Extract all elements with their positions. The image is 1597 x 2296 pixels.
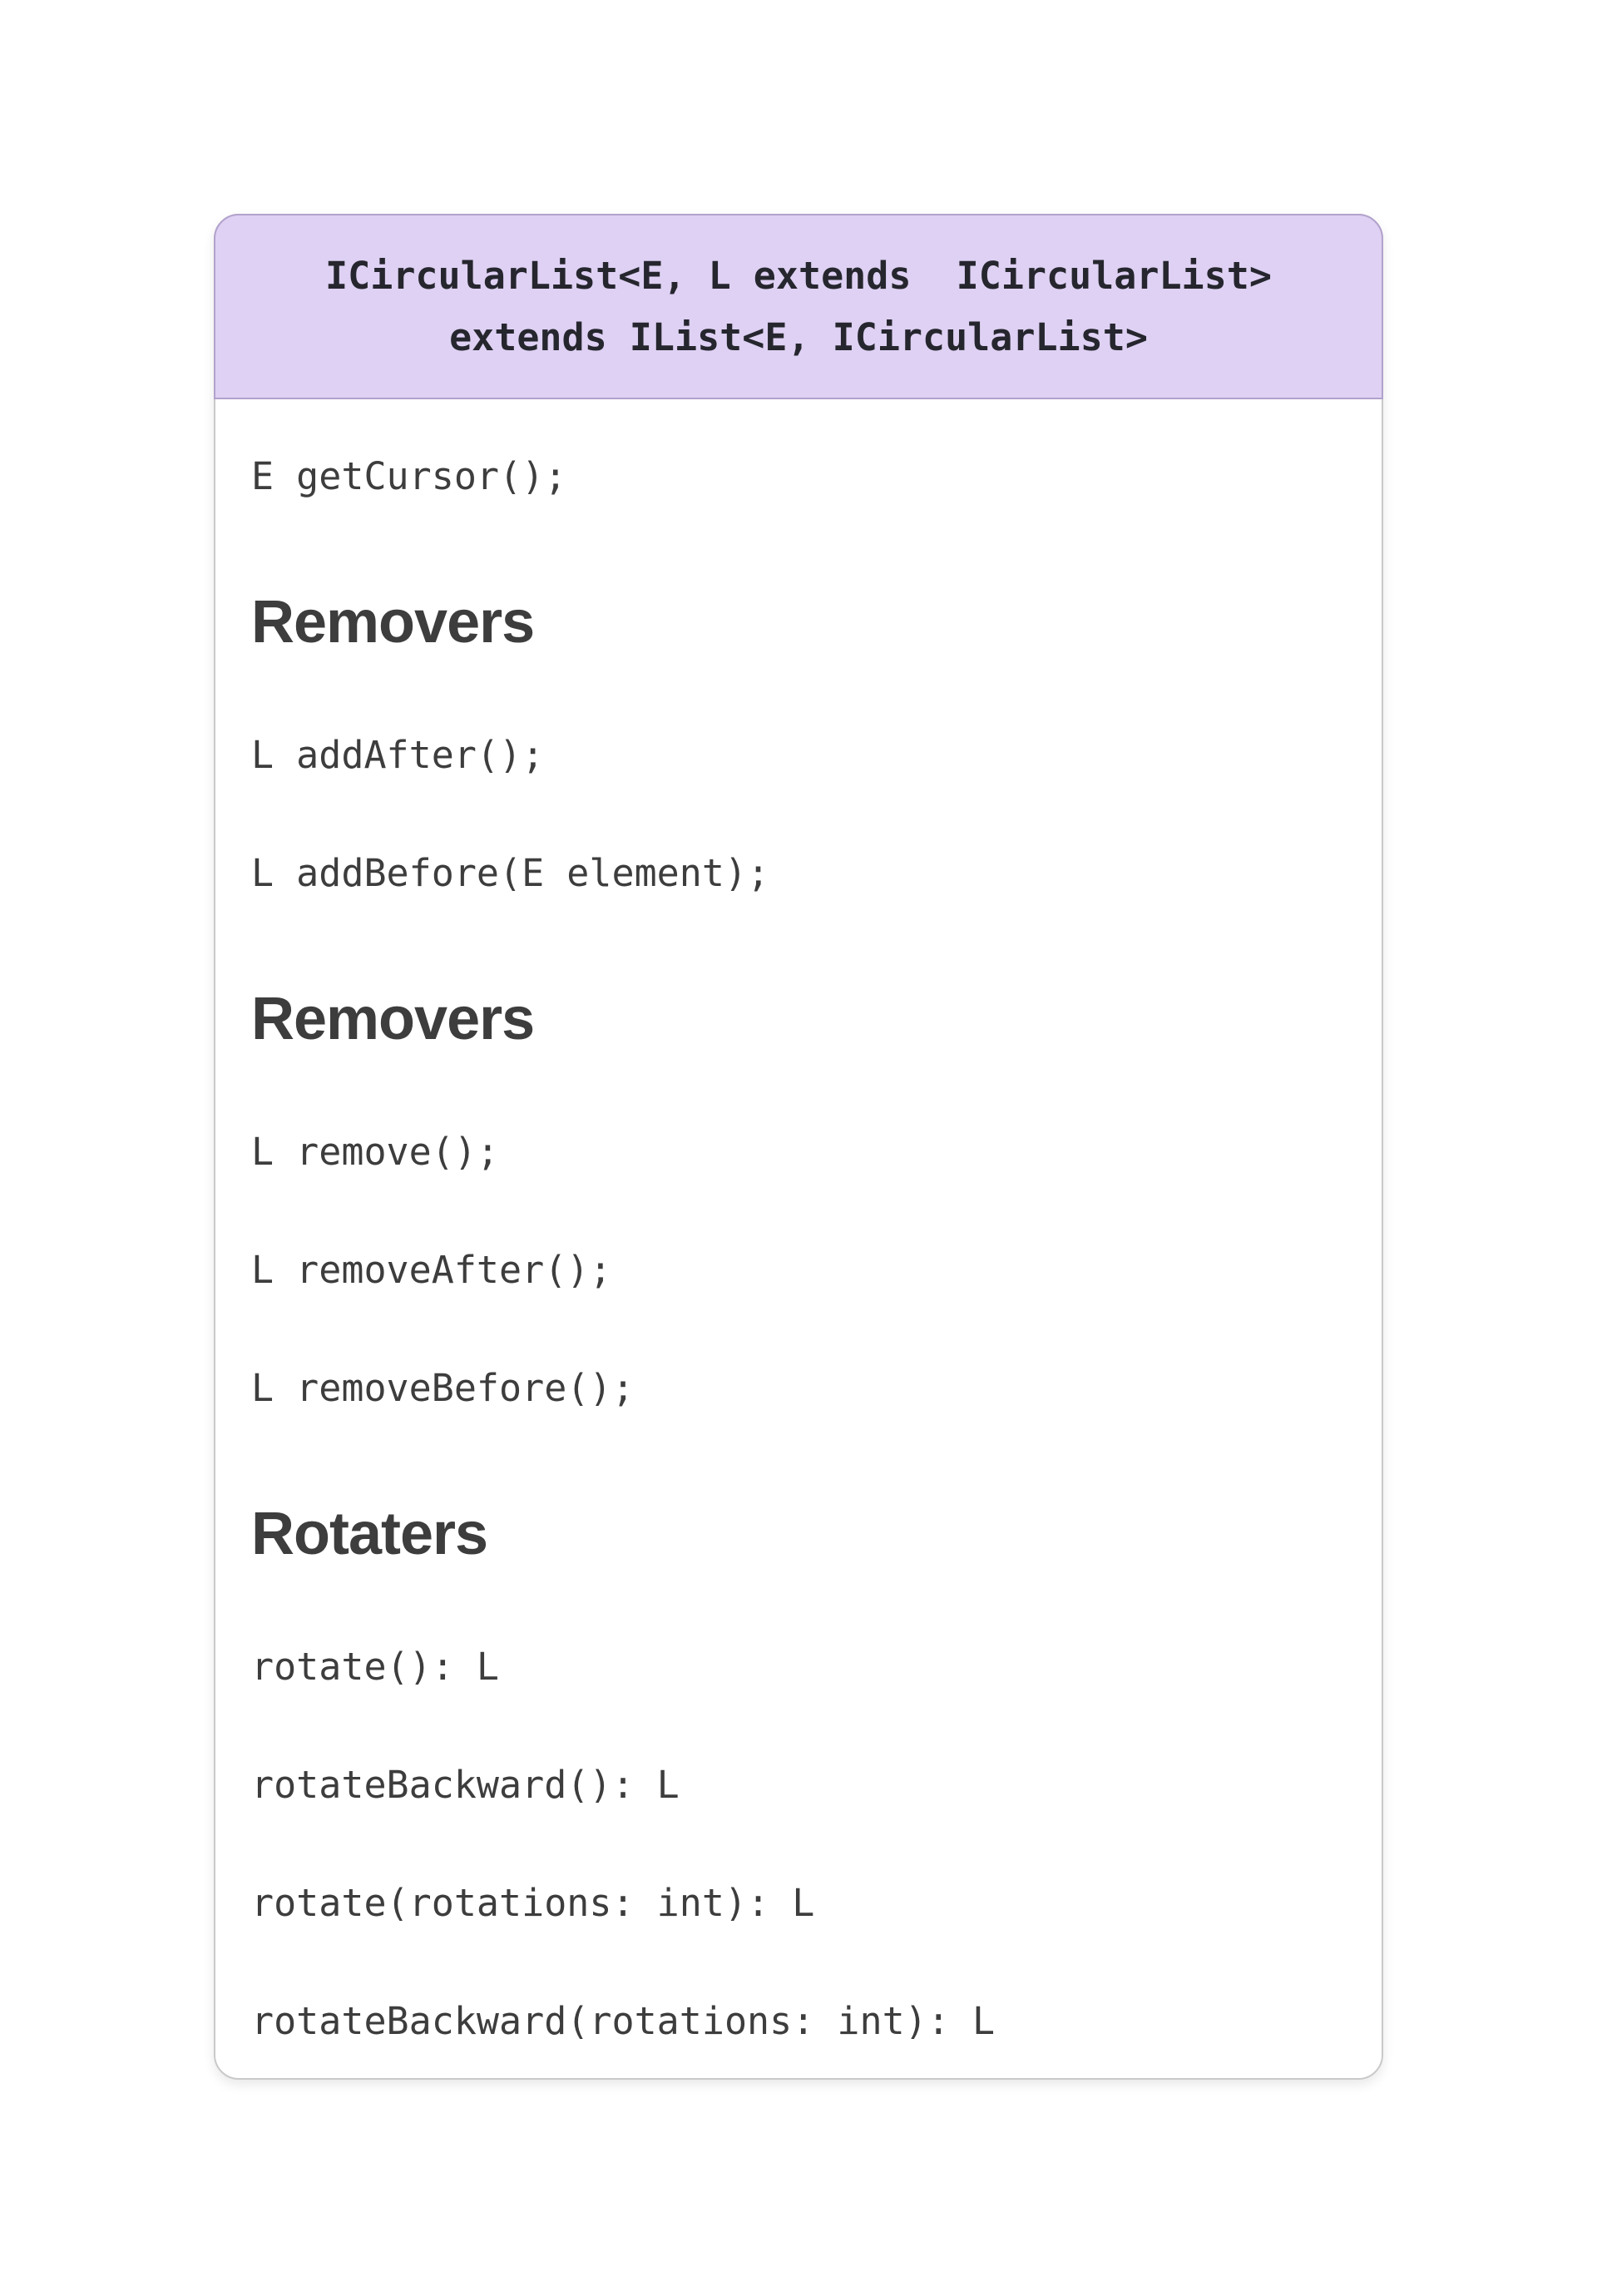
interface-card-body: E getCursor(); Removers L addAfter(); L … bbox=[215, 399, 1382, 2080]
section-heading-removers-2: Removers bbox=[251, 986, 535, 1052]
method-remove: L remove(); bbox=[251, 1130, 500, 1174]
interface-signature-line-2: extends IList<E, ICircularList> bbox=[449, 314, 1148, 359]
method-removebefore: L removeBefore(); bbox=[251, 1366, 635, 1410]
interface-card: ICircularList<E, L extends ICircularList… bbox=[214, 214, 1383, 2080]
method-addafter: L addAfter(); bbox=[251, 733, 545, 777]
method-addbefore: L addBefore(E element); bbox=[251, 851, 770, 895]
method-rotatebackward-rotations: rotateBackward(rotations: int): L bbox=[251, 1999, 996, 2043]
interface-card-header: ICircularList<E, L extends ICircularList… bbox=[214, 214, 1383, 399]
method-rotate: rotate(): L bbox=[251, 1645, 500, 1689]
interface-signature-line-1: ICircularList<E, L extends ICircularList… bbox=[325, 253, 1272, 298]
section-heading-removers-1: Removers bbox=[251, 589, 535, 656]
method-getcursor: E getCursor(); bbox=[251, 454, 567, 498]
method-rotate-rotations: rotate(rotations: int): L bbox=[251, 1881, 815, 1925]
section-heading-rotaters: Rotaters bbox=[251, 1501, 488, 1567]
method-rotatebackward: rotateBackward(): L bbox=[251, 1763, 680, 1807]
method-removeafter: L removeAfter(); bbox=[251, 1248, 612, 1292]
